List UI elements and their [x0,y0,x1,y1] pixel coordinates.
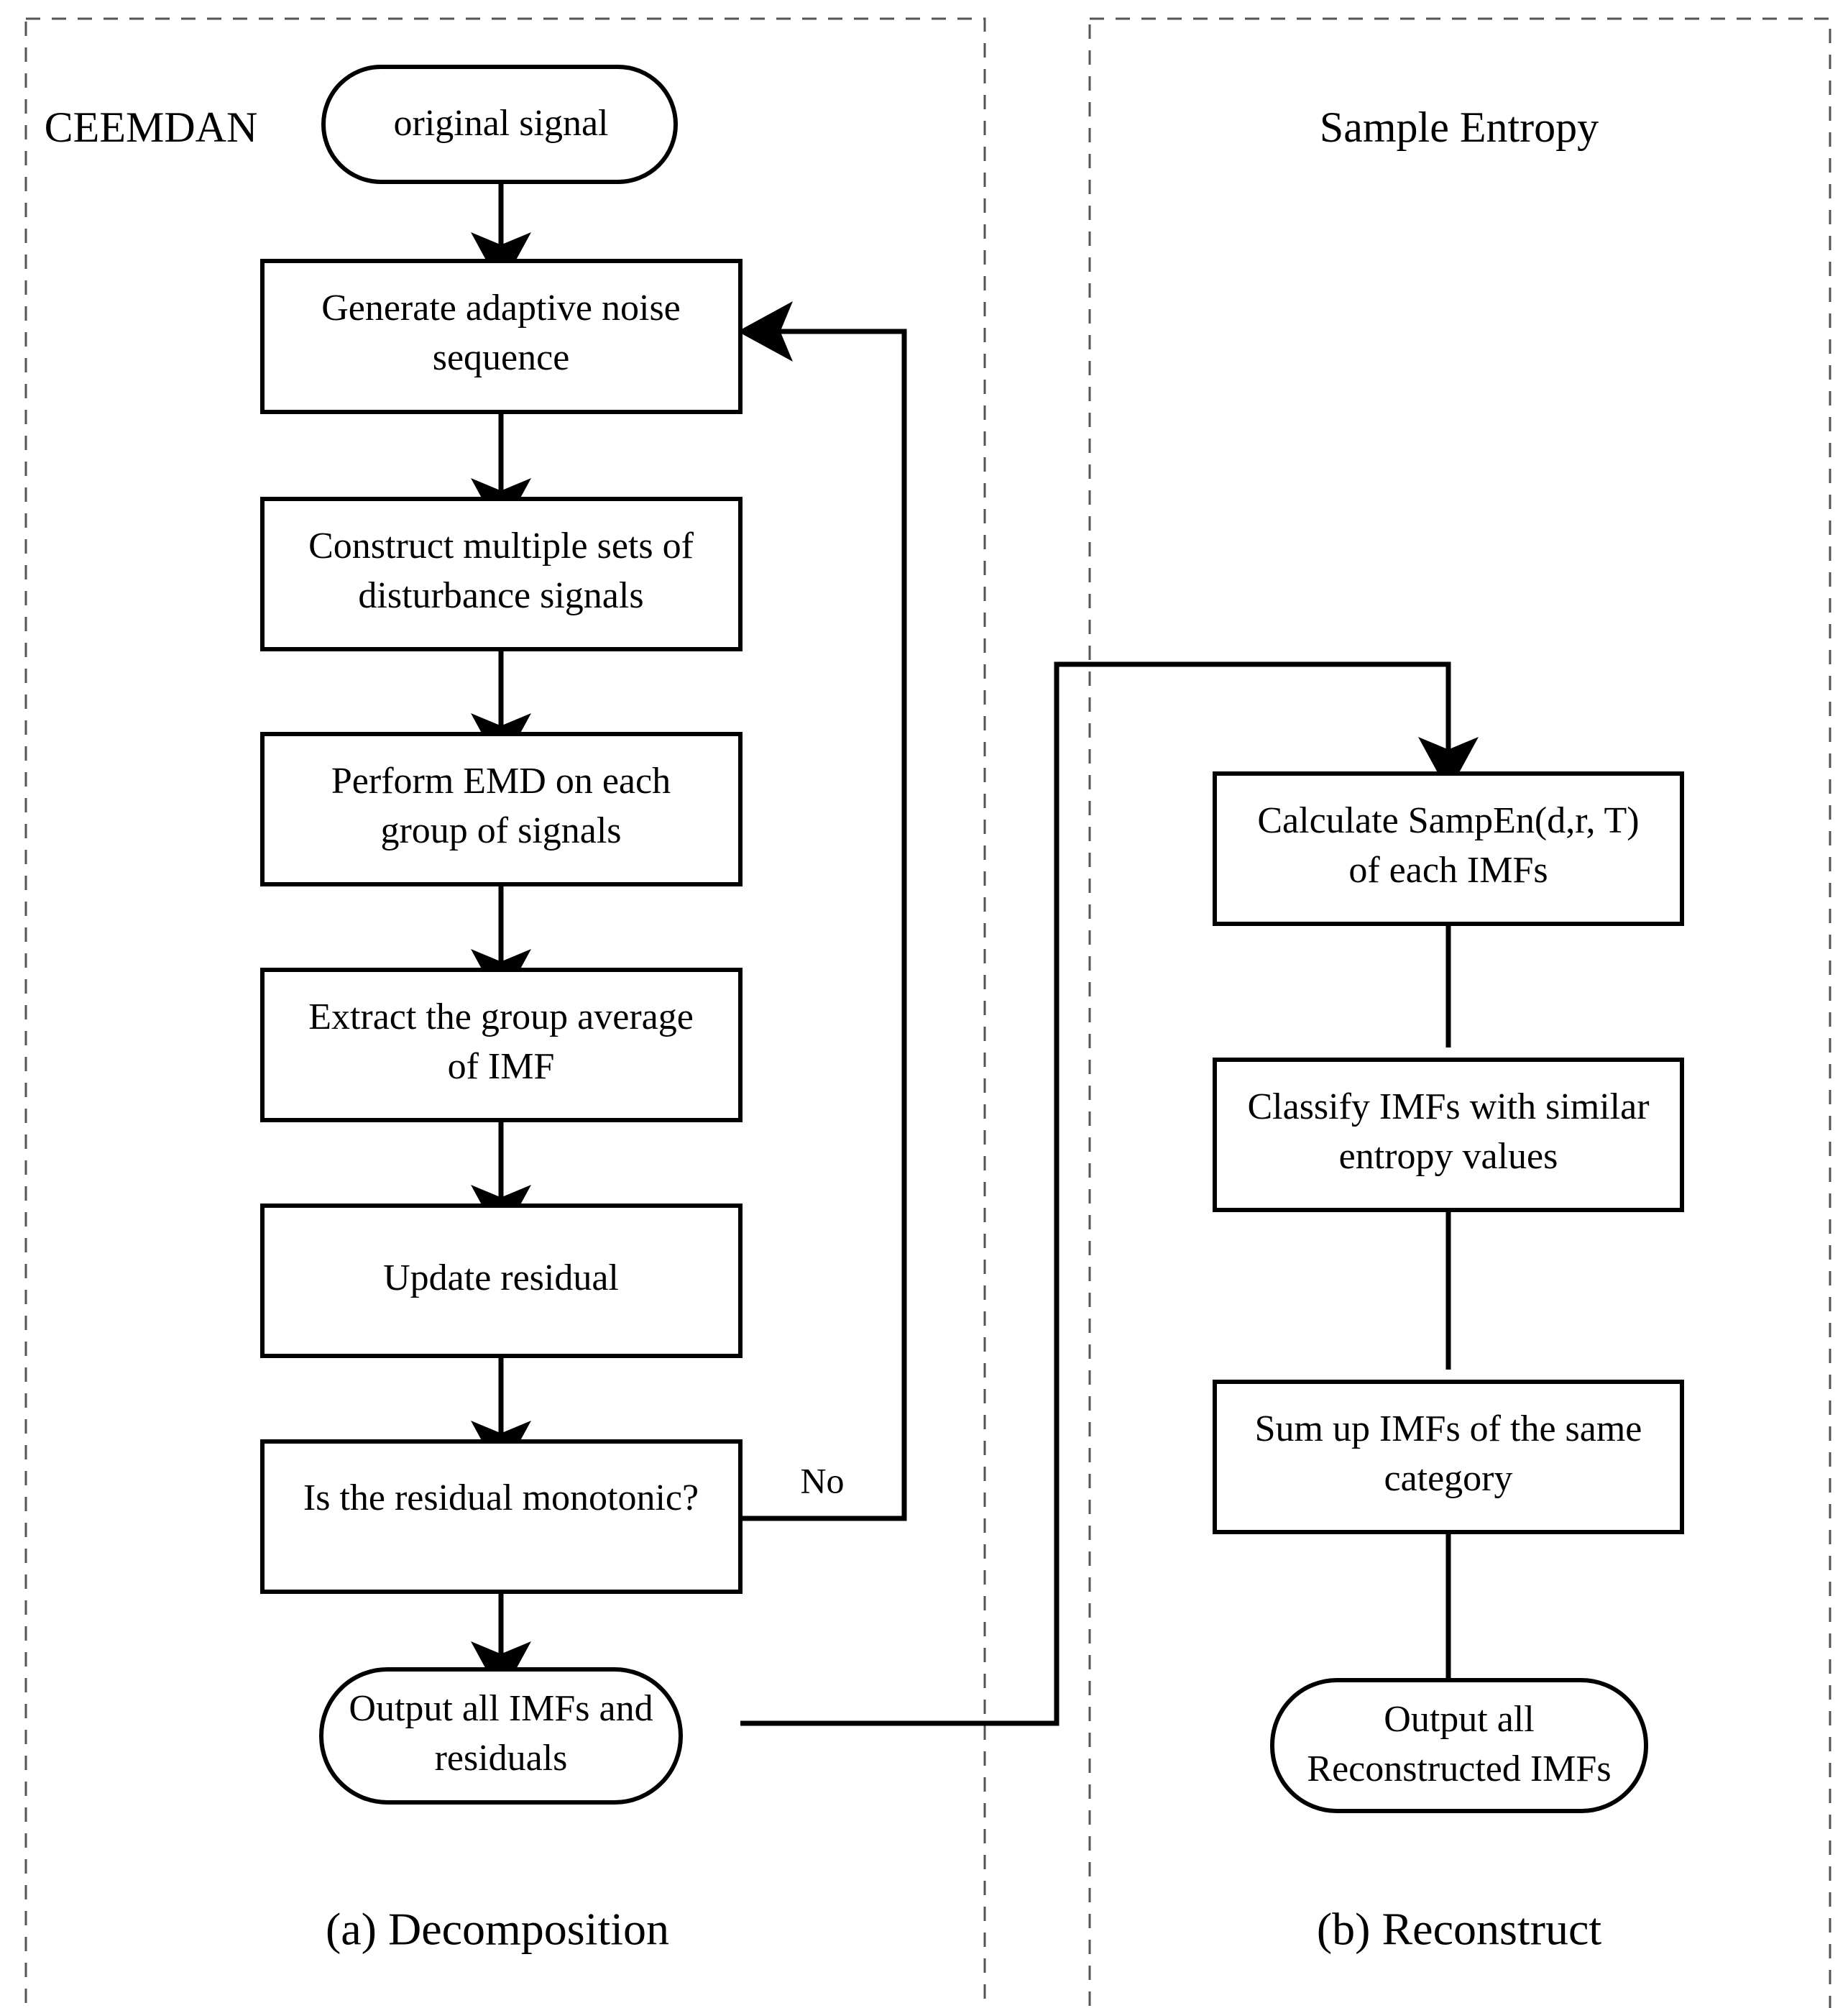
node-original-signal-line-0: original signal [394,103,609,144]
node-is-monotonic[interactable] [260,1439,743,1594]
node-generate-noise-line-1: sequence [433,337,570,378]
caption-decomposition: (a) Decomposition [326,1904,669,1955]
node-is-monotonic-line-0: Is the residual monotonic? [303,1477,699,1518]
node-output-imfs-line-1: residuals [435,1738,568,1779]
node-classify-imfs[interactable] [1213,1058,1684,1212]
node-sum-imfs-line-1: category [1384,1458,1512,1499]
node-classify-imfs-line-0: Classify IMFs with similar [1247,1086,1649,1127]
node-generate-noise[interactable] [260,259,743,414]
node-classify-imfs-line-1: entropy values [1339,1136,1558,1177]
node-output-imfs-line-0: Output all IMFs and [349,1688,653,1729]
panel-title-ceemdan: CEEMDAN [45,104,258,151]
node-calculate-sampen[interactable] [1213,771,1684,926]
panel-frame-reconstruct [1088,17,1831,2008]
edge-label-no: No [800,1460,844,1500]
node-output-reconstructed[interactable] [1270,1678,1648,1813]
node-construct-sets[interactable] [260,497,743,651]
node-calculate-sampen-line-0: Calculate SampEn(d,r, T) [1257,800,1639,841]
node-extract-average-line-0: Extract the group average [308,996,694,1037]
node-output-imfs[interactable] [319,1667,683,1805]
node-perform-emd-line-0: Perform EMD on each [331,761,671,802]
node-sum-imfs[interactable] [1213,1380,1684,1534]
node-generate-noise-line-0: Generate adaptive noise [321,288,681,329]
caption-reconstruct: (b) Reconstruct [1317,1904,1602,1955]
node-original-signal[interactable] [321,65,678,184]
node-extract-average-line-1: of IMF [448,1046,555,1087]
node-calculate-sampen-line-1: of each IMFs [1348,850,1548,891]
edge-no-feedback-loop [737,301,907,1521]
node-output-reconstructed-line-0: Output all [1384,1699,1534,1740]
node-update-residual[interactable] [260,1204,743,1358]
node-construct-sets-line-1: disturbance signals [358,575,643,616]
node-perform-emd[interactable] [260,732,743,886]
node-extract-average[interactable] [260,968,743,1122]
node-output-reconstructed-line-1: Reconstructed IMFs [1307,1748,1611,1789]
edge-output-to-sampen [740,661,1479,1726]
panel-title-sample-entropy: Sample Entropy [1320,104,1599,151]
node-sum-imfs-line-0: Sum up IMFs of the same [1255,1408,1642,1449]
node-update-residual-line-0: Update residual [383,1257,619,1298]
node-construct-sets-line-0: Construct multiple sets of [308,526,694,567]
node-perform-emd-line-1: group of signals [380,810,621,851]
panel-frame-decomposition [24,17,986,2008]
